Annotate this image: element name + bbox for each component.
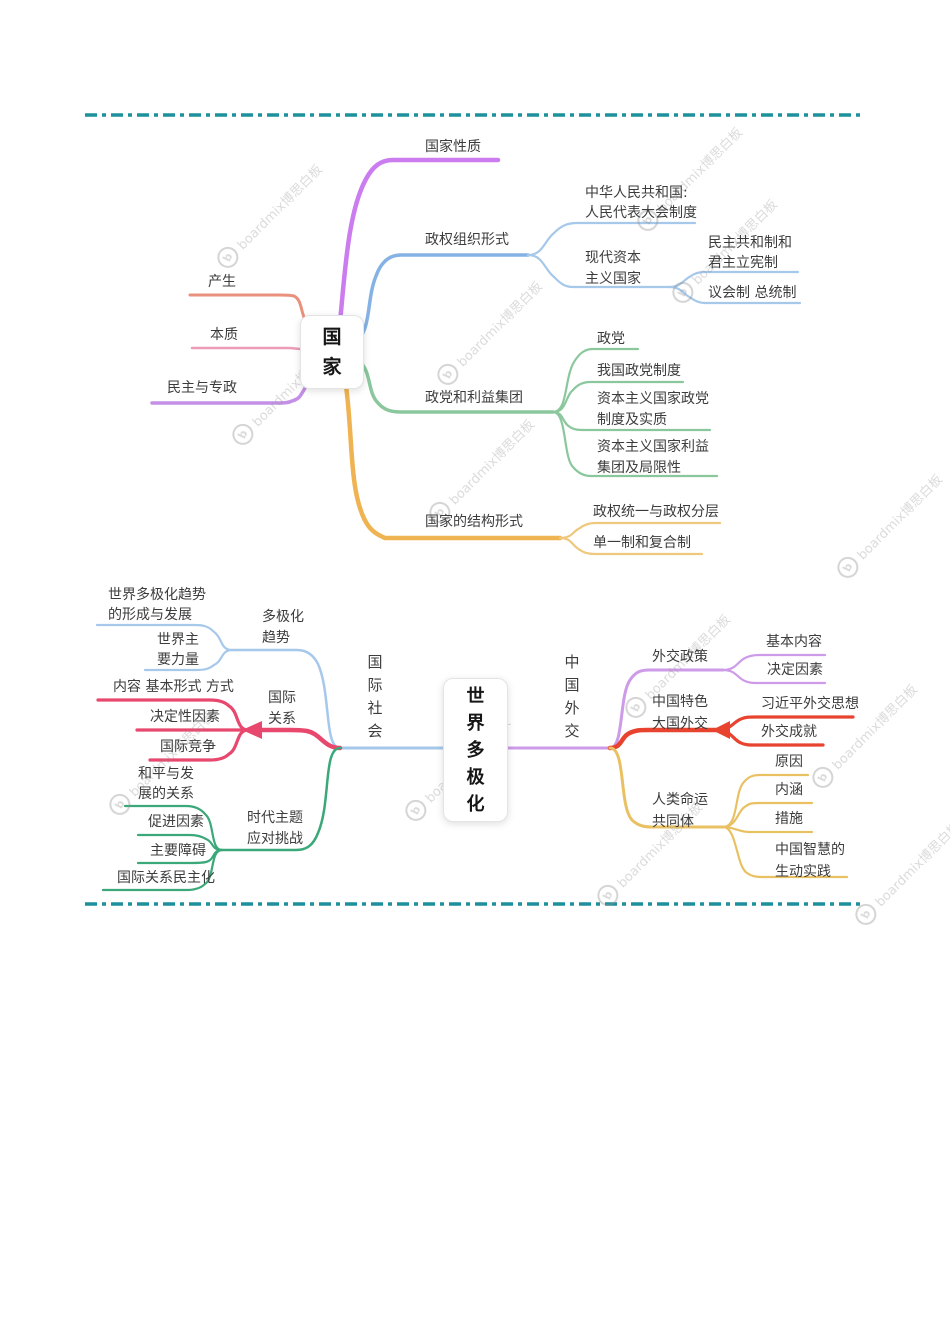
node-reason[interactable]: 原因: [775, 754, 803, 770]
branch-international-relations: [245, 727, 343, 751]
branch-capitalist-party-system: [551, 410, 712, 432]
node-content-forms-methods[interactable]: 内容 基本形式 方式: [113, 679, 234, 695]
branch-power-unity-layering: [558, 521, 722, 540]
branch-parliamentary-presidential: [668, 285, 802, 305]
branch-emergence: [188, 293, 308, 324]
branch-determining-factors: [721, 668, 827, 685]
node-international-competition[interactable]: 国际竞争: [160, 739, 216, 755]
branch-peace-development: [123, 804, 224, 852]
arrow-international-relations: [242, 721, 262, 739]
arrow-major-country-diplomacy: [712, 721, 730, 739]
node-modern-capitalist-states[interactable]: 现代资本 主义国家: [585, 250, 641, 287]
node-parties-and-interest-groups[interactable]: 政党和利益集团: [425, 390, 523, 406]
branch-multipolar-trend: [230, 648, 342, 750]
node-world-major-forces[interactable]: 世界主 要力量: [157, 632, 199, 668]
branch-connotation: [721, 801, 814, 829]
branch-world-major-forces: [143, 648, 234, 672]
branch-government-form: [357, 253, 530, 341]
branch-modern-capitalist-states: [526, 253, 672, 289]
node-state-root[interactable]: 国 家: [300, 315, 364, 389]
node-foreign-policy[interactable]: 外交政策: [652, 649, 708, 665]
node-community-shared-future[interactable]: 人类命运 共同体: [652, 792, 708, 830]
branch-international-competition: [148, 728, 250, 762]
node-republic-and-monarchy[interactable]: 民主共和制和 君主立宪制: [708, 235, 792, 271]
branch-trend-formation: [95, 623, 234, 652]
branch-parties-interest-groups: [357, 359, 555, 414]
branch-content-forms-methods: [96, 698, 250, 732]
node-ir-democratization[interactable]: 国际关系民主化: [117, 870, 215, 886]
branch-china-party-system: [551, 380, 685, 414]
node-parliamentary-presidential[interactable]: 议会制 总统制: [708, 285, 797, 301]
branch-china-wisdom-practice: [721, 825, 849, 879]
branch-ir-democratization: [101, 848, 224, 892]
node-political-parties[interactable]: 政党: [597, 331, 625, 347]
node-decisive-factors[interactable]: 决定性因素: [150, 709, 220, 725]
node-china-party-system[interactable]: 我国政党制度: [597, 363, 681, 379]
node-era-themes-challenges[interactable]: 时代主题 应对挑战: [247, 810, 303, 847]
node-power-unity-layering[interactable]: 政权统一与政权分层: [593, 504, 719, 520]
branch-promoting-factors: [136, 833, 224, 852]
branch-republic-monarchy: [668, 270, 800, 289]
branch-political-parties: [551, 347, 640, 414]
node-main-obstacles[interactable]: 主要障碍: [150, 843, 206, 859]
node-capitalist-party-system[interactable]: 资本主义国家政党 制度及实质: [597, 391, 709, 428]
branch-basic-content: [721, 653, 827, 672]
hub-china-diplomacy[interactable]: 中 国 外 交: [564, 653, 580, 740]
node-diplomatic-achievements[interactable]: 外交成就: [761, 724, 817, 740]
hub-international-society[interactable]: 国 际 社 会: [367, 653, 383, 740]
node-promoting-factors[interactable]: 促进因素: [148, 814, 204, 830]
node-determining-factors[interactable]: 决定因素: [767, 662, 823, 678]
branch-essence: [190, 346, 304, 351]
branch-state-structure: [343, 383, 563, 541]
node-connotation[interactable]: 内涵: [775, 782, 803, 798]
branch-major-country-diplomacy: [607, 727, 721, 751]
node-state-nature[interactable]: 国家性质: [425, 139, 481, 155]
node-china-wisdom-practice[interactable]: 中国智慧的 生动实践: [775, 842, 845, 880]
node-government-organization-form[interactable]: 政权组织形式: [425, 232, 509, 248]
branch-democracy-dictatorship: [150, 382, 310, 405]
node-democracy-dictatorship[interactable]: 民主与专政: [167, 380, 237, 396]
node-basic-content[interactable]: 基本内容: [766, 634, 822, 650]
node-prc-peoples-congress[interactable]: 中华人民共和国: 人民代表大会制度: [585, 185, 697, 221]
node-emergence[interactable]: 产生: [208, 274, 236, 290]
branch-community-shared-future: [608, 746, 725, 829]
branch-unitary-compound: [558, 536, 704, 556]
node-measures[interactable]: 措施: [775, 811, 803, 827]
node-essence[interactable]: 本质: [210, 327, 238, 343]
node-state-structure-form[interactable]: 国家的结构形式: [425, 514, 523, 530]
branch-reason: [721, 773, 810, 829]
branch-capitalist-interest-groups: [551, 410, 719, 478]
node-xi-diplomatic-thought[interactable]: 习近平外交思想: [761, 696, 859, 712]
node-unitary-compound[interactable]: 单一制和复合制: [593, 535, 691, 551]
node-world-multipolarity-root[interactable]: 世 界 多 极 化: [443, 678, 508, 822]
node-peace-development-relation[interactable]: 和平与发 展的关系: [138, 766, 194, 802]
node-international-relations[interactable]: 国际 关系: [268, 690, 296, 727]
branch-prc-peoples-congress: [526, 221, 697, 257]
node-trend-formation-development[interactable]: 世界多极化趋势 的形成与发展: [108, 587, 206, 623]
node-multipolar-trend[interactable]: 多极化 趋势: [262, 609, 304, 646]
node-major-country-diplomacy[interactable]: 中国特色 大国外交: [652, 694, 708, 732]
branch-era-themes: [220, 746, 342, 852]
node-capitalist-interest-groups[interactable]: 资本主义国家利益 集团及局限性: [597, 439, 709, 476]
branch-state-nature: [337, 157, 501, 325]
branch-foreign-policy: [608, 668, 725, 750]
